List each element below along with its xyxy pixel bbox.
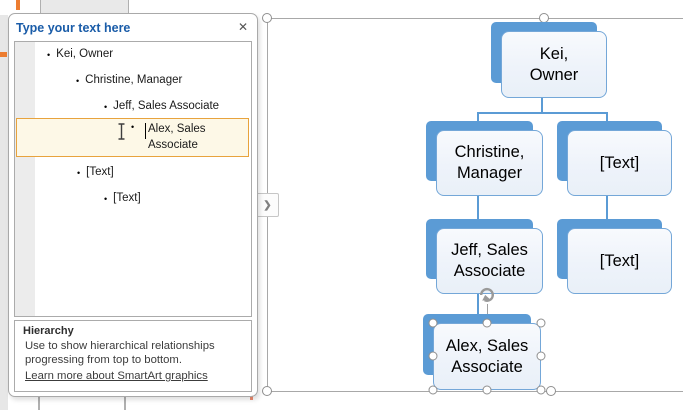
selection-handle-sw[interactable] xyxy=(428,385,438,395)
list-item-label: [Text] xyxy=(86,166,114,178)
app-background-strip xyxy=(0,15,8,410)
node-label-line: [Text] xyxy=(599,153,640,172)
background-line-fragment xyxy=(38,397,40,410)
connector xyxy=(541,98,543,113)
bullet-icon: • xyxy=(47,50,51,60)
list-item-label: [Text] xyxy=(113,192,141,204)
list-item-label: Associate xyxy=(148,138,198,151)
node-label-line: Associate xyxy=(453,262,526,280)
bullet-icon: • xyxy=(104,194,108,204)
list-item-label: Christine, Manager xyxy=(85,74,183,86)
list-item-label: Alex, Sales xyxy=(148,123,206,135)
layout-info-box: Hierarchy Use to show hierarchical relat… xyxy=(14,320,252,392)
placeholder-border-fragment-top xyxy=(16,0,20,10)
list-item-label: Jeff, Sales Associate xyxy=(113,100,220,112)
active-list-item-highlight[interactable]: • Alex, Sales Associate xyxy=(16,118,249,157)
bullet-icon: • xyxy=(104,102,108,112)
smartart-frame-top xyxy=(267,18,683,19)
node-label-line: Associate xyxy=(451,357,523,376)
placeholder-border-fragment-left xyxy=(0,52,7,57)
selection-handle-w[interactable] xyxy=(428,351,438,361)
org-node-christine[interactable]: Christine, Manager xyxy=(426,121,543,196)
text-pane-list[interactable]: • Kei, Owner • Christine, Manager • Jeff… xyxy=(14,41,252,317)
rotate-handle-stem xyxy=(487,304,488,323)
list-item-level1[interactable]: • Kei, Owner xyxy=(47,48,113,62)
close-icon[interactable]: ✕ xyxy=(237,20,249,34)
frame-handle-bottom-center[interactable] xyxy=(546,386,556,396)
org-node-text2[interactable]: [Text] xyxy=(557,219,672,294)
ibeam-cursor-icon xyxy=(117,123,126,145)
connector xyxy=(477,112,607,114)
layout-description: Use to show hierarchical relationships p… xyxy=(25,340,215,366)
list-item-label: Kei, Owner xyxy=(56,48,114,60)
chevron-right-icon: ❯ xyxy=(263,199,272,211)
org-node-jeff[interactable]: Jeff, Sales Associate xyxy=(426,219,543,294)
smartart-text-pane: Type your text here ✕ • Kei, Owner • Chr… xyxy=(8,13,258,397)
node-label-line: Jeff, Sales xyxy=(451,241,528,259)
connector xyxy=(477,112,479,122)
list-item-level3[interactable]: • Jeff, Sales Associate xyxy=(104,100,219,114)
list-item-level3-placeholder[interactable]: • [Text] xyxy=(104,192,141,206)
node-label-line: Kei, xyxy=(539,44,569,63)
frame-handle-top-left[interactable] xyxy=(262,13,272,23)
frame-handle-bottom-left[interactable] xyxy=(262,386,272,396)
selection-handle-nw[interactable] xyxy=(428,318,438,328)
connector xyxy=(477,294,479,315)
selection-handle-n[interactable] xyxy=(482,318,492,328)
list-item-level2-placeholder[interactable]: • [Text] xyxy=(77,166,114,180)
bullet-icon: • xyxy=(77,168,81,178)
background-line-fragment xyxy=(124,397,126,410)
selection-handle-s[interactable] xyxy=(482,385,492,395)
text-pane-toggle-button[interactable]: ❯ xyxy=(256,193,279,217)
learn-more-link[interactable]: Learn more about SmartArt graphics xyxy=(25,370,208,382)
smartart-frame-bottom xyxy=(267,391,683,392)
connector xyxy=(606,196,608,220)
rotate-handle-icon[interactable] xyxy=(476,284,498,306)
bullet-icon: • xyxy=(76,76,80,86)
node-label-line: Owner xyxy=(529,65,579,84)
node-label-line: Manager xyxy=(456,164,523,182)
connector xyxy=(477,196,479,220)
org-node-alex-selected[interactable]: Alex, Sales Associate xyxy=(423,314,541,390)
active-list-item-text[interactable]: Alex, Sales Associate xyxy=(148,122,206,153)
node-label-line: Christine, xyxy=(454,143,525,161)
selection-handle-ne[interactable] xyxy=(536,318,546,328)
text-caret xyxy=(145,123,146,139)
selection-handle-se[interactable] xyxy=(536,385,546,395)
text-pane-gutter xyxy=(15,42,35,316)
connector xyxy=(606,112,608,122)
layout-name: Hierarchy xyxy=(23,325,74,337)
node-label-line: Alex, Sales xyxy=(445,336,529,355)
bullet-icon: • xyxy=(131,122,135,132)
org-node-kei[interactable]: Kei, Owner xyxy=(491,22,607,98)
list-item-level2[interactable]: • Christine, Manager xyxy=(76,74,182,88)
selection-handle-e[interactable] xyxy=(536,351,546,361)
node-label-line: [Text] xyxy=(599,251,640,270)
org-node-text1[interactable]: [Text] xyxy=(557,121,672,196)
text-pane-title: Type your text here xyxy=(16,21,131,35)
